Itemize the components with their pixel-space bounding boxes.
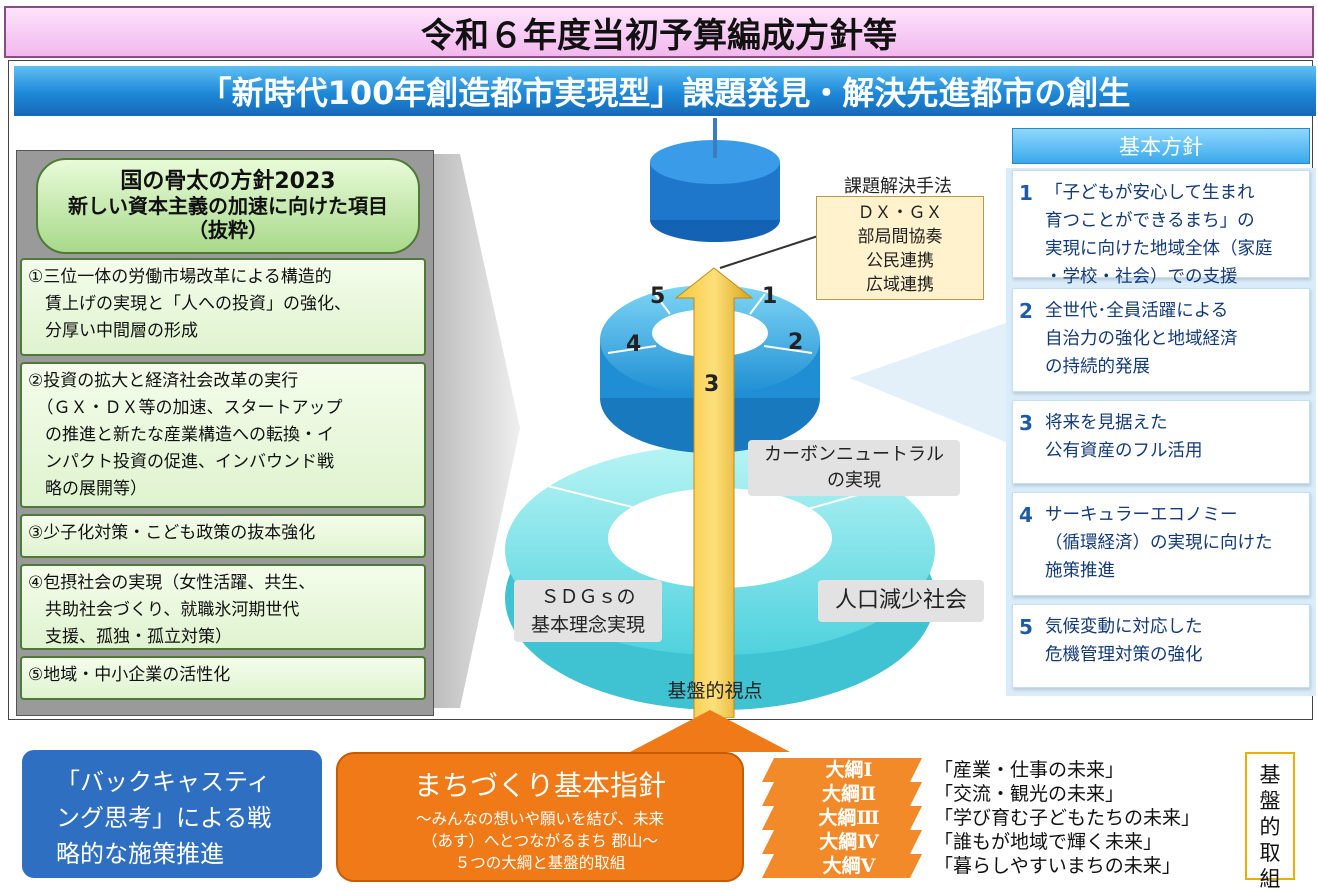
kiban-char: 取 xyxy=(1259,841,1281,865)
outline-label-3: 大綱Ⅲ xyxy=(762,806,930,830)
basic-policy-item-1: 1 「子どもが安心して生まれ 育つことができるまち」の 実現に向けた地域全体（家… xyxy=(1012,170,1310,287)
sdgs-label: ＳＤＧｓの 基本理念実現 xyxy=(514,580,662,642)
basic-policy-number: 2 xyxy=(1019,299,1033,323)
ring-number-4: 4 xyxy=(626,332,642,357)
outline-label-5: 大綱Ⅴ xyxy=(762,854,930,878)
outline-label-text: 大綱Ⅳ xyxy=(819,831,879,853)
basic-policy-text: 全世代･全員活躍による 自治力の強化と地域経済 の持続的発展 xyxy=(1045,301,1238,377)
base-view-label: 基盤的視点 xyxy=(667,680,763,702)
basic-policy-text: 「子どもが安心して生まれ 育つことができるまち」の 実現に向けた地域全体（家庭 … xyxy=(1045,183,1273,287)
policy-item-1: ①三位一体の労働市場改革による構造的 賃上げの実現と「人への投資」の強化、 分厚… xyxy=(20,258,426,356)
carbon-line-2: の実現 xyxy=(827,470,881,491)
vision-banner: 「新時代100年創造都市実現型」課題発見・解決先進都市の創生 xyxy=(14,66,1316,116)
ring-number-5: 5 xyxy=(650,284,666,309)
population-decline-label: 人口減少社会 xyxy=(818,580,984,622)
method-item: 部局間協奏 xyxy=(857,227,943,247)
basic-policy-text: サーキュラーエコノミー （循環経済）の実現に向けた 施策推進 xyxy=(1045,505,1273,581)
method-box: ＤＸ・ＧＸ 部局間協奏 公民連携 広域連携 xyxy=(816,196,984,300)
outline-text-3: 「学び育む子どもたちの未来」 xyxy=(934,807,1201,829)
center-graphic xyxy=(434,118,1020,718)
basic-policy-header: 基本方針 xyxy=(1012,128,1310,164)
policy-header-title: 国の骨太の方針2023 xyxy=(120,169,336,194)
outline-label-1: 大綱Ⅰ xyxy=(762,758,930,782)
outline-text-1: 「産業・仕事の未来」 xyxy=(934,759,1125,781)
town-guideline-subtitle: ～みんなの想いや願いを結び、未来 （あす）へとつながるまち 郡山～ ５つの大綱と… xyxy=(415,810,664,872)
outline-label-4: 大綱Ⅳ xyxy=(762,830,930,854)
basic-policy-number: 5 xyxy=(1019,615,1033,639)
basic-policy-item-2: 2 全世代･全員活躍による 自治力の強化と地域経済 の持続的発展 xyxy=(1012,288,1310,392)
policy-header-note: （抜粋） xyxy=(188,218,268,242)
base-arrow-head xyxy=(630,710,790,752)
basic-policy-text: 気候変動に対応した 危機管理対策の強化 xyxy=(1045,617,1203,665)
kiban-char: 的 xyxy=(1259,815,1281,839)
outline-label-text: 大綱Ⅴ xyxy=(822,855,876,877)
backcasting-box: 「バックキャスティ ング思考」による戦 略的な施策推進 xyxy=(22,750,322,878)
basic-policy-number: 4 xyxy=(1019,503,1033,527)
kiban-char: 基 xyxy=(1259,763,1281,787)
basic-policy-number: 3 xyxy=(1019,411,1033,435)
outline-text-2: 「交流・観光の未来」 xyxy=(934,783,1125,805)
policy-item-5: ⑤地域・中小企業の活性化 xyxy=(20,656,426,700)
kiban-char: 盤 xyxy=(1259,789,1281,813)
method-item: 広域連携 xyxy=(866,275,934,295)
policy-item-4: ④包摂社会の実現（女性活躍、共生、 共助社会づくり、就職氷河期世代 支援、孤独・… xyxy=(20,564,426,650)
basic-policy-item-3: 3 将来を見据えた 公有資産のフル活用 xyxy=(1012,400,1310,484)
outline-label-text: 大綱Ⅰ xyxy=(825,759,873,781)
method-item: ＤＸ・ＧＸ xyxy=(857,203,943,223)
outline-label-text: 大綱Ⅱ xyxy=(821,783,876,805)
outline-text-5: 「暮らしやすいまちの未来」 xyxy=(934,855,1181,877)
carbon-neutral-label: カーボンニュートラル の実現 xyxy=(748,440,960,496)
policy-item-3: ③少子化対策・こども政策の抜本強化 xyxy=(20,514,426,558)
upward-arrow xyxy=(674,267,754,718)
basic-policy-item-5: 5 気候変動に対応した 危機管理対策の強化 xyxy=(1012,604,1310,688)
outline-label-text: 大綱Ⅲ xyxy=(818,807,880,829)
ring-number-1: 1 xyxy=(762,284,778,309)
basic-policy-text: 将来を見据えた 公有資産のフル活用 xyxy=(1045,413,1203,461)
method-item: 公民連携 xyxy=(866,251,934,271)
pointer-shade xyxy=(850,318,1020,448)
kiban-char: 組 xyxy=(1259,867,1281,891)
page-title: 令和６年度当初予算編成方針等 xyxy=(4,6,1314,58)
outline-label-2: 大綱Ⅱ xyxy=(762,782,930,806)
basic-policy-number: 1 xyxy=(1019,181,1033,205)
basic-policy-item-4: 4 サーキュラーエコノミー （循環経済）の実現に向けた 施策推進 xyxy=(1012,492,1310,596)
carbon-line-1: カーボンニュートラル xyxy=(764,444,944,465)
funnel-shade xyxy=(434,154,520,708)
ring-number-2: 2 xyxy=(788,330,804,355)
policy-item-2: ②投資の拡大と経済社会改革の実行 （ＧＸ・ＤＸ等の加速、スタートアップ の推進と… xyxy=(20,362,426,508)
sdgs-line-1: ＳＤＧｓの xyxy=(540,586,636,608)
national-policy-header: 国の骨太の方針2023 新しい資本主義の加速に向けた項目 （抜粋） xyxy=(36,158,420,254)
policy-header-subtitle: 新しい資本主義の加速に向けた項目 xyxy=(68,194,388,218)
ring-number-3: 3 xyxy=(704,372,720,397)
method-title: 課題解決手法 xyxy=(844,176,952,197)
sdgs-line-2: 基本理念実現 xyxy=(530,614,645,636)
foundational-initiative-box: 基 盤 的 取 組 xyxy=(1245,752,1295,891)
town-guideline-box: まちづくり基本指針 ～みんなの想いや願いを結び、未来 （あす）へとつながるまち … xyxy=(336,752,744,882)
outline-text-4: 「誰もが地域で輝く未来」 xyxy=(934,831,1163,853)
top-cylinder-top xyxy=(650,140,780,184)
town-guideline-title: まちづくり基本指針 xyxy=(413,769,666,802)
